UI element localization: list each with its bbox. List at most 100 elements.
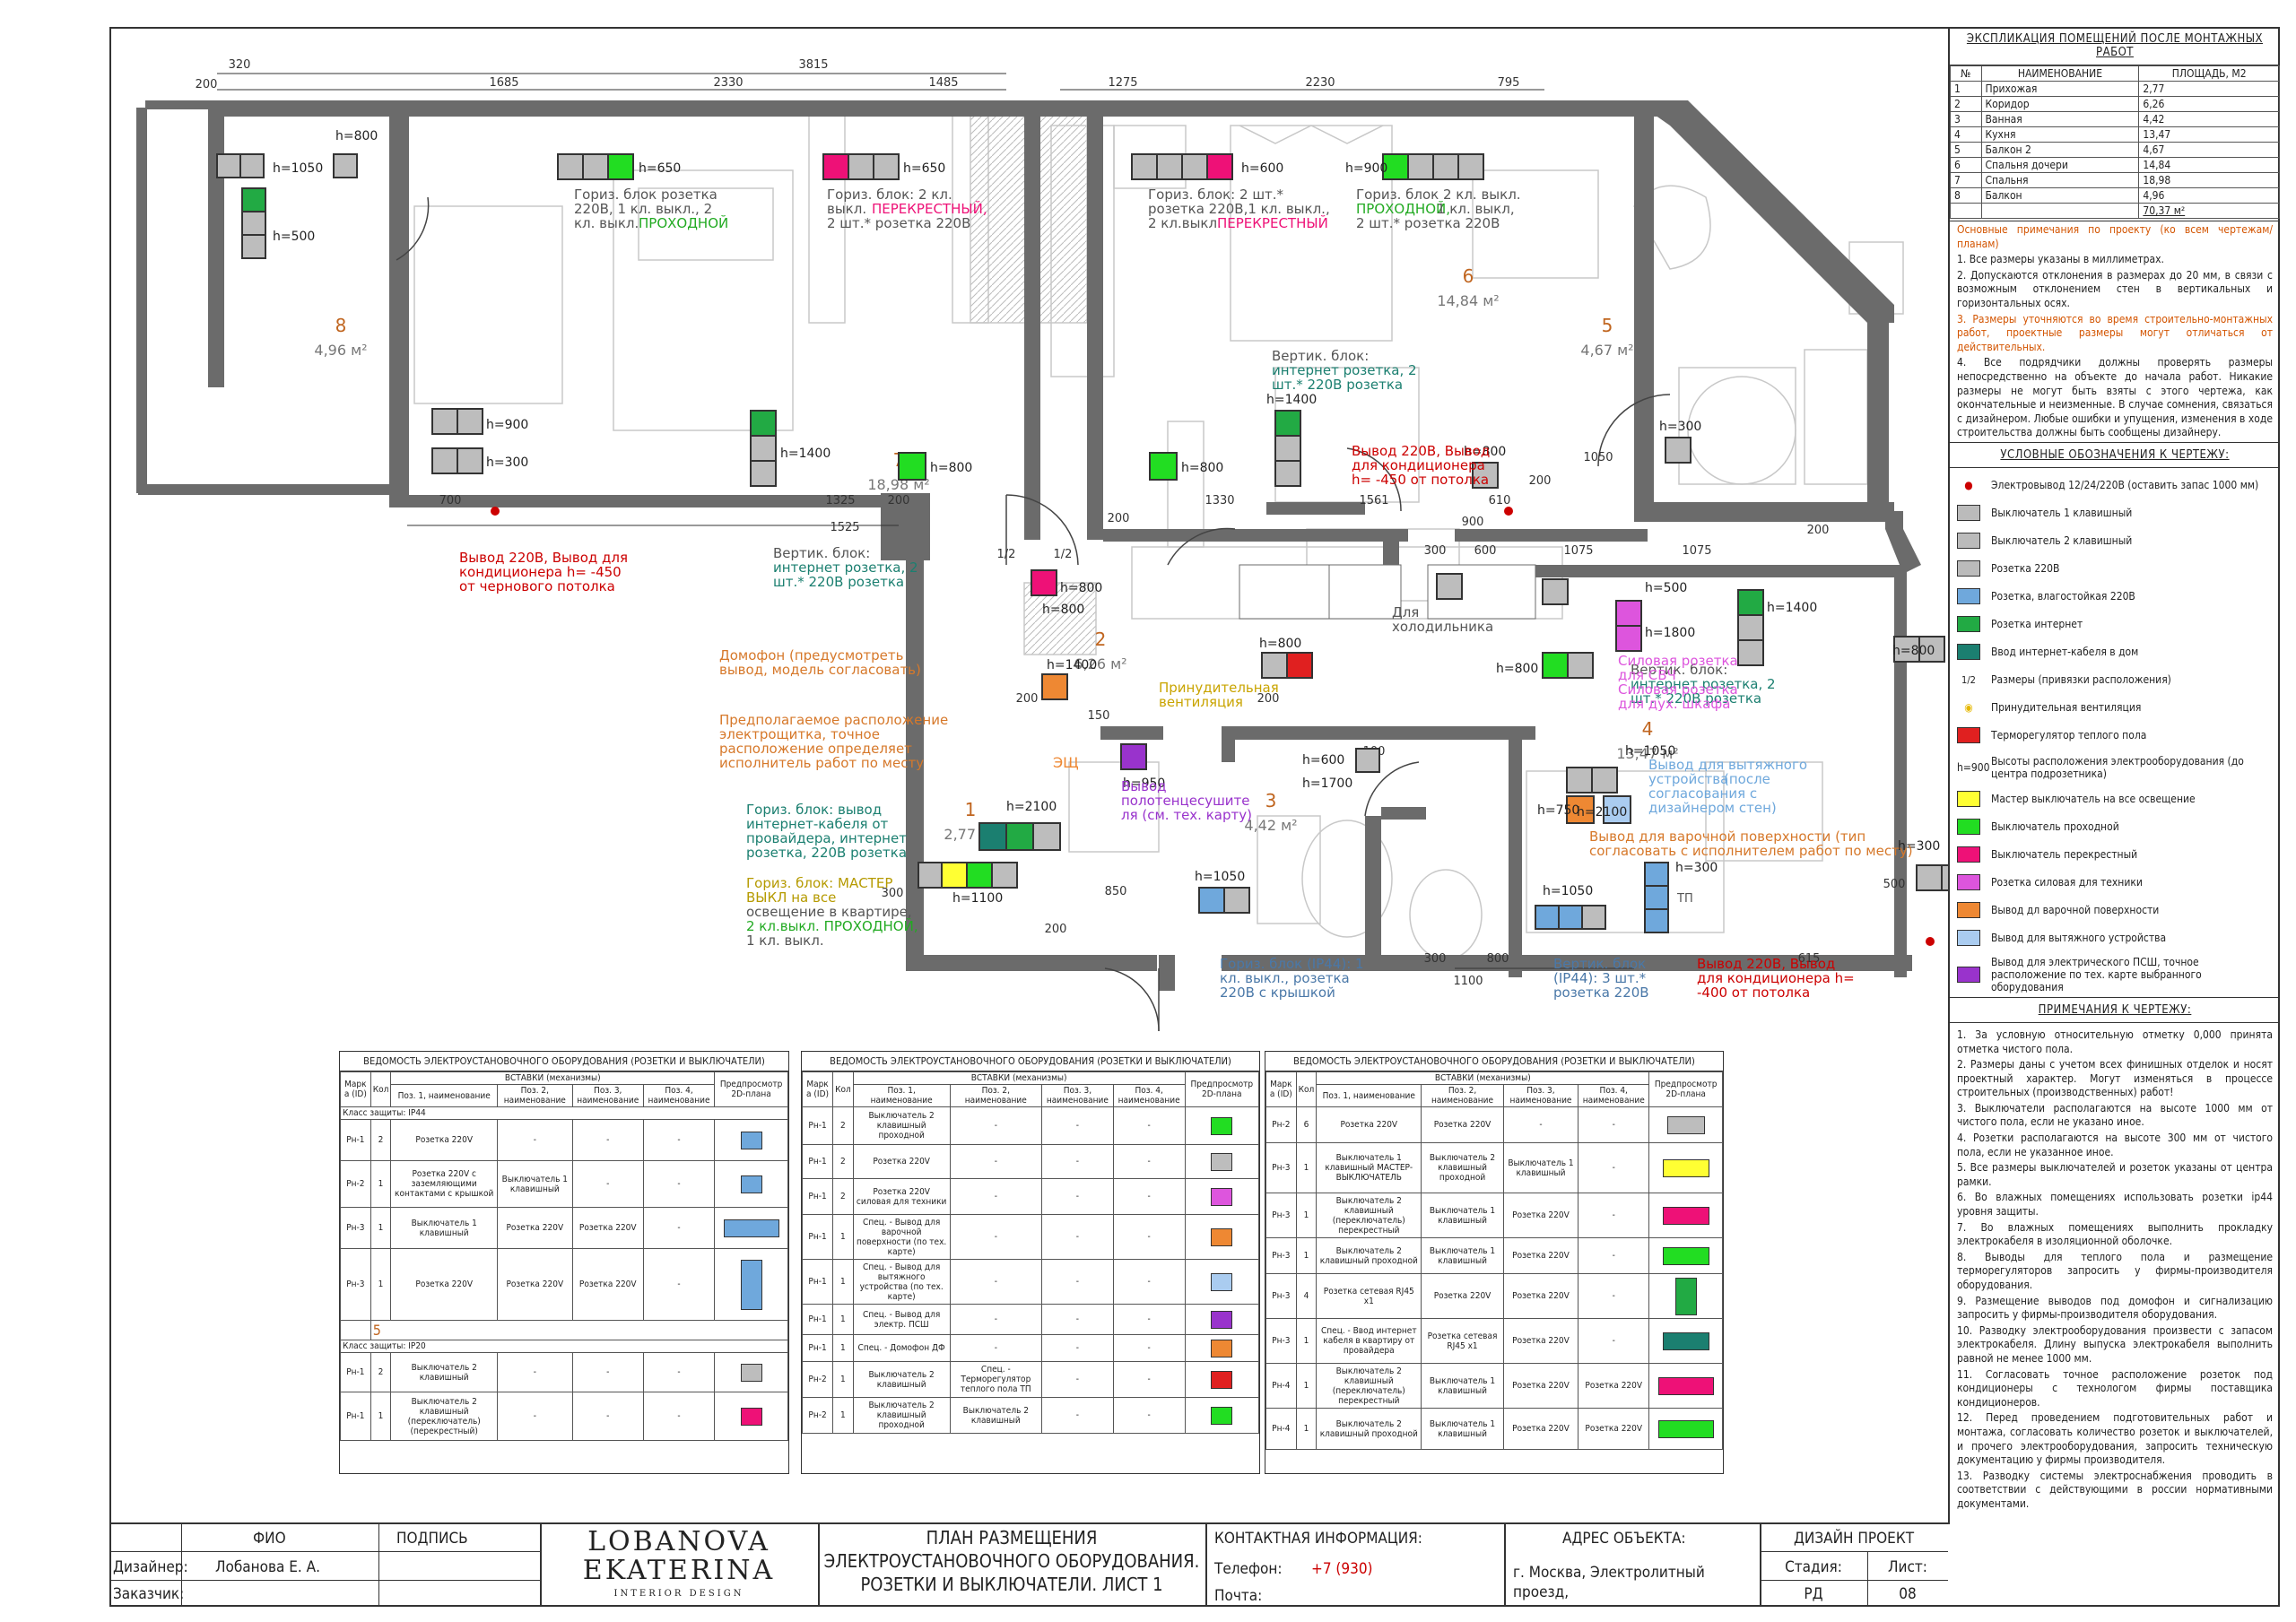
svg-text:1561: 1561 [1359,494,1388,507]
svg-text:200: 200 [1045,923,1067,936]
thermostat-icon [1211,1370,1233,1389]
svg-text:h=650: h=650 [639,161,681,176]
socket-icon [457,447,483,474]
svg-text:1275: 1275 [1108,76,1137,90]
socket-icon [1566,767,1593,794]
wet-socket-icon [1198,887,1225,914]
svg-text:исполнитель работ по месту: исполнитель работ по месту [719,755,924,771]
stage-label: Стадия: [1785,1558,1842,1576]
svg-text:h=300: h=300 [1675,861,1718,875]
svg-text:шт.* 220В розетка: шт.* 220В розетка [773,574,904,590]
svg-text:h=800: h=800 [1060,581,1102,595]
svg-text:интернет розетка, 2: интернет розетка, 2 [1631,676,1776,692]
switch-icon [1261,652,1288,679]
equipment-table-2: ВЕДОМОСТЬ ЭЛЕКТРОУСТАНОВОЧНОГО ОБОРУДОВА… [801,1051,1260,1474]
explication-title: ЭКСПЛИКАЦИЯ ПОМЕЩЕНИЙ ПОСЛЕ МОНТАЖНЫХ РА… [1950,27,2280,65]
svg-text:освещение в квартире,: освещение в квартире, [746,904,912,920]
svg-text:для кондиционера h=: для кондиционера h= [1697,970,1855,986]
room-area: 4,67 м² [1580,342,1633,359]
svg-text:розетка, 220В розетка: розетка, 220В розетка [746,845,907,861]
svg-text:h=300: h=300 [1659,420,1701,434]
svg-text:h=1400: h=1400 [1047,658,1097,672]
svg-text:розетка 220В,1 кл. выкл.,: розетка 220В,1 кл. выкл., [1148,201,1330,217]
pass-switch-icon [1149,452,1178,481]
svg-text:1075: 1075 [1682,544,1711,558]
pass-switch-icon [607,153,634,180]
pass-switch-icon [1542,652,1569,679]
svg-text:610: 610 [1489,494,1511,507]
svg-text:1/2: 1/2 [1054,548,1073,561]
svg-text:1075: 1075 [1563,544,1593,558]
svg-text:Гориз. блок 2 кл. выкл.: Гориз. блок 2 кл. выкл. [1356,186,1521,203]
pass-switch-icon [1957,819,1980,836]
right-panel: ЭКСПЛИКАЦИЯ ПОМЕЩЕНИЙ ПОСЛЕ МОНТАЖНЫХ РА… [1948,27,2280,1524]
socket-icon [1893,636,1920,663]
socket-icon [1032,822,1061,851]
svg-text:h=1050: h=1050 [1195,870,1245,884]
hob-outlet-icon [1211,1227,1233,1246]
switch-icon [740,1363,762,1382]
svg-text:h=800: h=800 [1259,637,1301,651]
room-area: 13,47 м² [1616,745,1678,762]
contact-header: КОНТАКТНАЯ ИНФОРМАЦИЯ: [1214,1530,1422,1548]
lead-icon: ● [1964,479,1973,492]
wet-socket-icon [1644,862,1669,887]
svg-text:ВЫКЛ на все: ВЫКЛ на все [746,889,836,906]
svg-text:200: 200 [1108,512,1130,525]
svg-text:1525: 1525 [830,521,859,534]
svg-text:500: 500 [1883,878,1906,891]
project-header: ДИЗАЙН ПРОЕКТ [1793,1530,1915,1548]
power-socket-icon [1957,874,1980,891]
socket-icon [1274,460,1301,487]
stage-value: РД [1804,1585,1823,1603]
wet-socket-icon [1644,908,1669,933]
legend-title: УСЛОВНЫЕ ОБОЗНАЧЕНИЯ К ЧЕРТЕЖУ: [1950,441,2280,468]
svg-text:вывод, модель согласовать): вывод, модель согласовать) [719,662,921,678]
svg-text:шт.* 220В розетка: шт.* 220В розетка [1272,377,1403,393]
electro-leads [491,507,1935,946]
room-number: 5 [1602,315,1613,336]
svg-text:h= -450 от потолка: h= -450 от потолка [1352,472,1489,488]
socket-icon [216,153,241,178]
towel-dryer-icon [1957,966,1980,983]
svg-text:h=1400: h=1400 [1266,393,1317,407]
plan-title-2: ЭЛЕКТРОУСТАНОВОЧНОГО ОБОРУДОВАНИЯ. [823,1550,1200,1572]
svg-text:h=750: h=750 [1537,803,1579,818]
designer-label: Дизайнер: [113,1558,188,1576]
socket-icon [750,435,777,462]
svg-text:h=2100: h=2100 [1006,800,1057,814]
svg-text:800: 800 [1487,952,1509,966]
svg-text:1 кл. выкл,: 1 кл. выкл, [1437,201,1515,217]
internet-socket-icon [1737,589,1764,616]
switch-icon [1223,887,1250,914]
equipment-table-3: ВЕДОМОСТЬ ЭЛЕКТРОУСТАНОВОЧНОГО ОБОРУДОВА… [1265,1051,1724,1474]
phone-label: Телефон: [1214,1560,1283,1578]
svg-text:1/2: 1/2 [997,548,1016,561]
svg-text:ля (см. тех. карту): ля (см. тех. карту) [1121,807,1252,823]
svg-text:(после: (после [1724,771,1770,787]
svg-text:Вывод 220В, Вывод: Вывод 220В, Вывод [1352,443,1490,459]
logo-line2: EKATERINA [582,1555,776,1586]
thermostat-icon [1286,652,1313,679]
svg-text:200: 200 [888,494,910,507]
svg-text:h=900: h=900 [486,418,528,432]
cross-switch-icon [740,1407,762,1426]
svg-text:полотенцесушите: полотенцесушите [1121,793,1250,809]
internet-input-icon [978,822,1007,851]
room-number: 4 [1642,718,1654,740]
wet-socket-icon [723,1219,779,1237]
svg-text:h=1700: h=1700 [1302,776,1352,791]
svg-text:провайдера, интернет: провайдера, интернет [746,830,907,846]
svg-text:h=800: h=800 [1892,644,1935,658]
switch1-icon [1957,505,1980,522]
svg-text:Вертик. блок: Вертик. блок [1553,956,1646,972]
address-header: АДРЕС ОБЪЕКТА: [1562,1530,1686,1548]
svg-text:300: 300 [1424,952,1447,966]
internet-socket-icon [750,410,777,437]
thermostat-icon [1957,727,1980,744]
socket-icon [1957,560,1980,577]
socket-icon [1542,578,1569,605]
svg-text:дизайнером стен): дизайнером стен) [1648,800,1777,816]
svg-text:интернет-кабеля от: интернет-кабеля от [746,816,889,832]
address-line2: проезд, [1513,1583,1570,1601]
